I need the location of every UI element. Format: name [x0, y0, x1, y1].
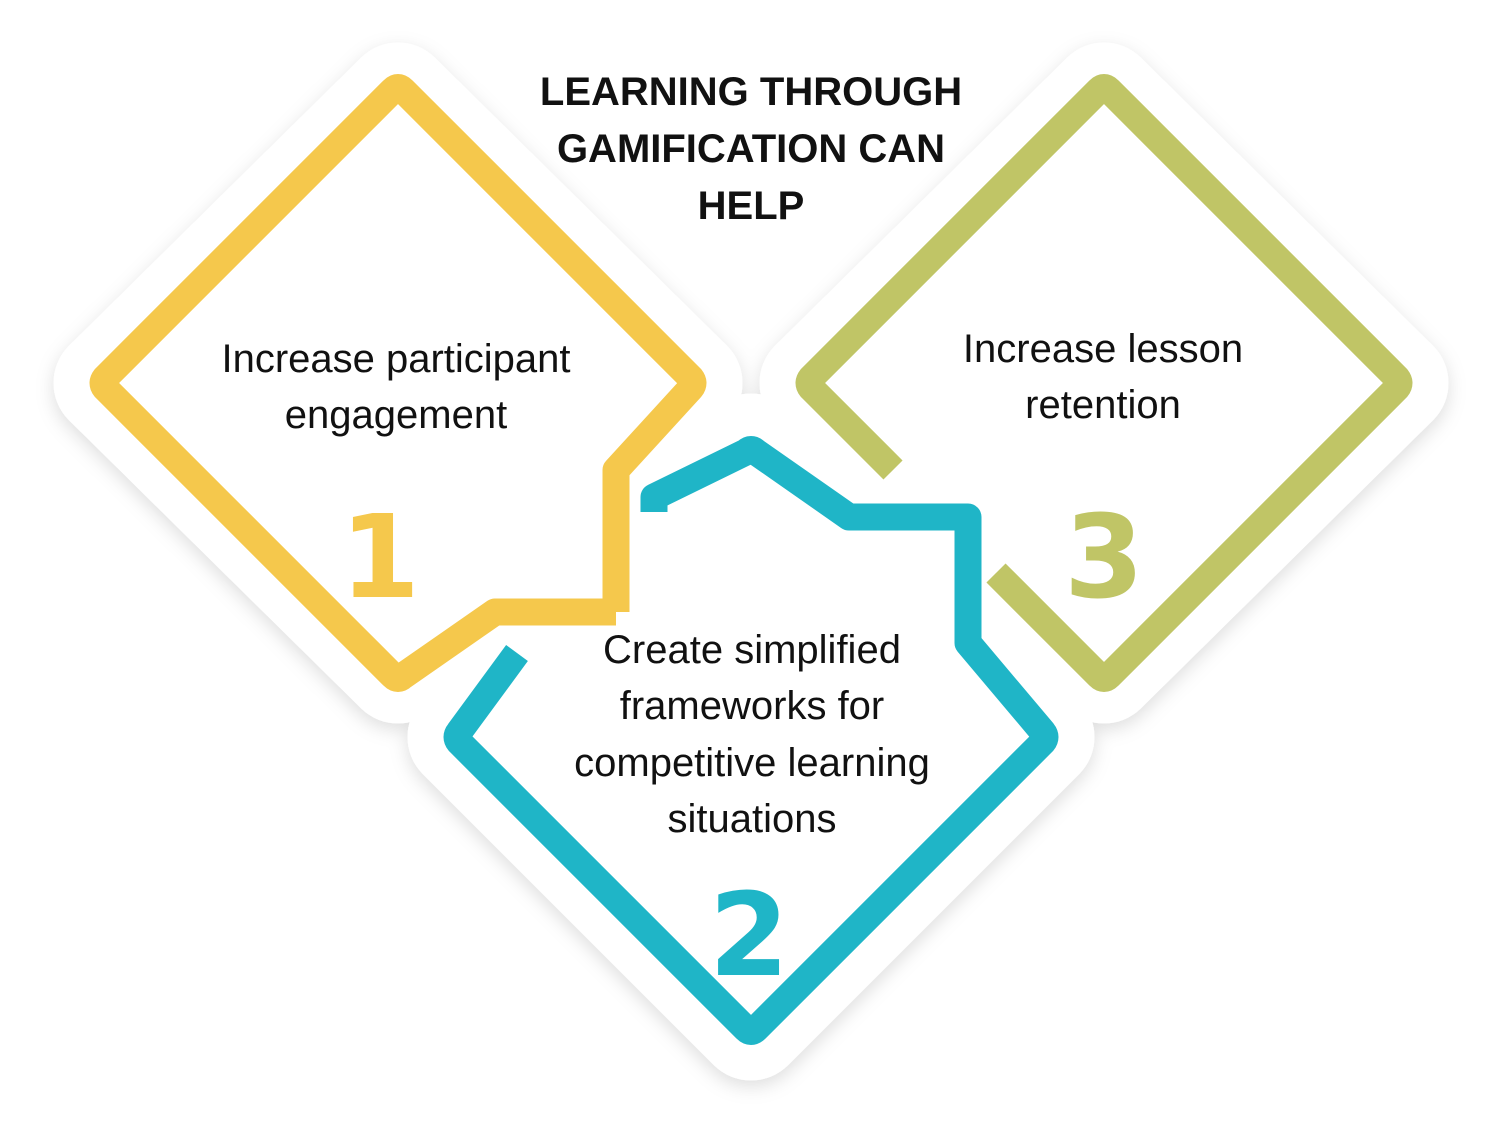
item-2-line-2: frameworks for: [620, 684, 885, 728]
item-3-line-2: retention: [1025, 383, 1181, 427]
diagram-title: LEARNING THROUGH GAMIFICATION CAN HELP: [540, 70, 962, 228]
title-line-2: GAMIFICATION CAN: [557, 127, 945, 171]
item-2-line-3: competitive learning: [574, 741, 930, 785]
item-3: Increase lesson retention 3: [963, 327, 1243, 625]
item-2-line-4: situations: [668, 797, 837, 841]
item-3-line-1: Increase lesson: [963, 327, 1243, 371]
title-line-1: LEARNING THROUGH: [540, 70, 962, 114]
item-2-number: 2: [709, 869, 789, 1003]
item-1-number: 1: [340, 491, 420, 625]
item-1-line-1: Increase participant: [221, 337, 570, 381]
item-1-line-2: engagement: [285, 393, 507, 437]
item-1: Increase participant engagement 1: [221, 337, 570, 625]
item-2: Create simplified frameworks for competi…: [574, 628, 930, 1003]
diamond-2-outline: [443, 436, 1059, 1045]
diamond-1-outline: [89, 74, 707, 692]
item-2-line-1: Create simplified: [603, 628, 901, 672]
diamond-3-outline: [795, 74, 1413, 692]
item-3-number: 3: [1064, 491, 1144, 625]
title-line-3: HELP: [698, 184, 805, 228]
